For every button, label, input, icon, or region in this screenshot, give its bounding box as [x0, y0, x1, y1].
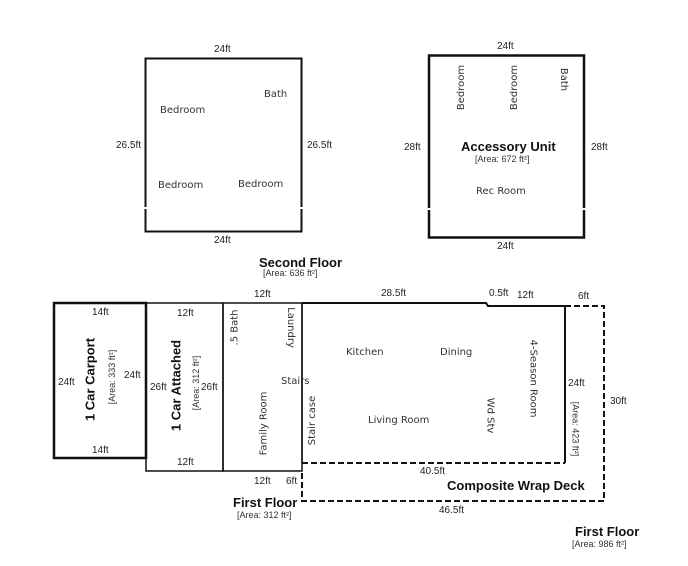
family-dim-top: 12ft [254, 289, 271, 300]
accessory-dim-right: 28ft [591, 142, 608, 153]
deck-dim-top: 6ft [578, 291, 590, 302]
garage-dim-bottom: 12ft [177, 457, 194, 468]
main-dim-right: 24ft [568, 378, 585, 389]
main-dim-bottom: 40.5ft [420, 466, 446, 477]
accessory-unit-title: Accessory Unit [461, 139, 556, 154]
carport-dim-left: 24ft [58, 377, 75, 388]
deck-dim-right: 30ft [610, 396, 627, 407]
room-bedroom: Bedroom [160, 105, 206, 116]
room-bath: Bath [558, 67, 570, 92]
second-floor-title: Second Floor [259, 255, 343, 270]
garage-area: [Area: 312 ft²] [191, 355, 201, 411]
room-bath: Bath [264, 89, 288, 100]
garage-dim-left: 26ft [150, 382, 167, 393]
garage-title: 1 Car Attached [168, 339, 184, 432]
room-half-bath: .5 Bath [229, 309, 241, 346]
room-4-season: 4-Season Room [527, 339, 539, 418]
carport-title: 1 Car Carport [82, 337, 98, 422]
accessory-dim-bottom: 24ft [497, 241, 514, 252]
main-dim-step: 0.5ft [489, 288, 509, 299]
room-family-room: Family Room [258, 391, 270, 456]
first-floor-total-area: [Area: 986 ft²] [572, 539, 627, 549]
first-floor-total-title: First Floor [575, 524, 640, 539]
deck-dim-bottom: 46.5ft [439, 505, 465, 516]
main-dim-top-right: 12ft [517, 290, 534, 301]
carport-dim-bottom: 14ft [92, 445, 109, 456]
room-laundry: Laundry [284, 307, 296, 348]
deck-title: Composite Wrap Deck [447, 478, 585, 493]
second-floor-dim-bottom: 24ft [214, 235, 231, 246]
garage-dim-top: 12ft [177, 308, 194, 319]
room-kitchen: Kitchen [346, 347, 384, 358]
first-floor-small-title: First Floor [233, 495, 298, 510]
room-staircase: Stair case [307, 395, 319, 446]
second-floor-dim-right: 26.5ft [307, 140, 333, 151]
family-dim-bottom: 12ft [254, 476, 271, 487]
room-stairs: Stairs [281, 376, 310, 387]
second-floor-dim-left: 26.5ft [116, 140, 142, 151]
carport-dim-top: 14ft [92, 307, 109, 318]
main-dim-top: 28.5ft [381, 288, 407, 299]
room-rec-room: Rec Room [476, 186, 526, 197]
deck-area: [Area: 423 ft²] [570, 401, 581, 457]
carport-area: [Area: 333 ft²] [107, 349, 117, 405]
room-bedroom: Bedroom [238, 179, 284, 190]
room-bedroom: Bedroom [509, 64, 521, 111]
family-dim-offset: 6ft [286, 476, 298, 487]
carport-dim-right: 24ft [124, 370, 141, 381]
room-dining: Dining [440, 347, 473, 358]
accessory-unit-area: [Area: 672 ft²] [475, 154, 530, 164]
garage-dim-right: 26ft [201, 382, 218, 393]
room-living-room: Living Room [368, 415, 430, 426]
second-floor-dim-top: 24ft [214, 44, 231, 55]
first-floor-small-area: [Area: 312 ft²] [237, 510, 292, 520]
room-bedroom: Bedroom [158, 180, 204, 191]
accessory-dim-top: 24ft [497, 41, 514, 52]
second-floor-area: [Area: 636 ft²] [263, 268, 318, 278]
room-wood-stove: Wd Stv [484, 397, 496, 434]
room-bedroom: Bedroom [456, 64, 468, 111]
accessory-dim-left: 28ft [404, 142, 421, 153]
